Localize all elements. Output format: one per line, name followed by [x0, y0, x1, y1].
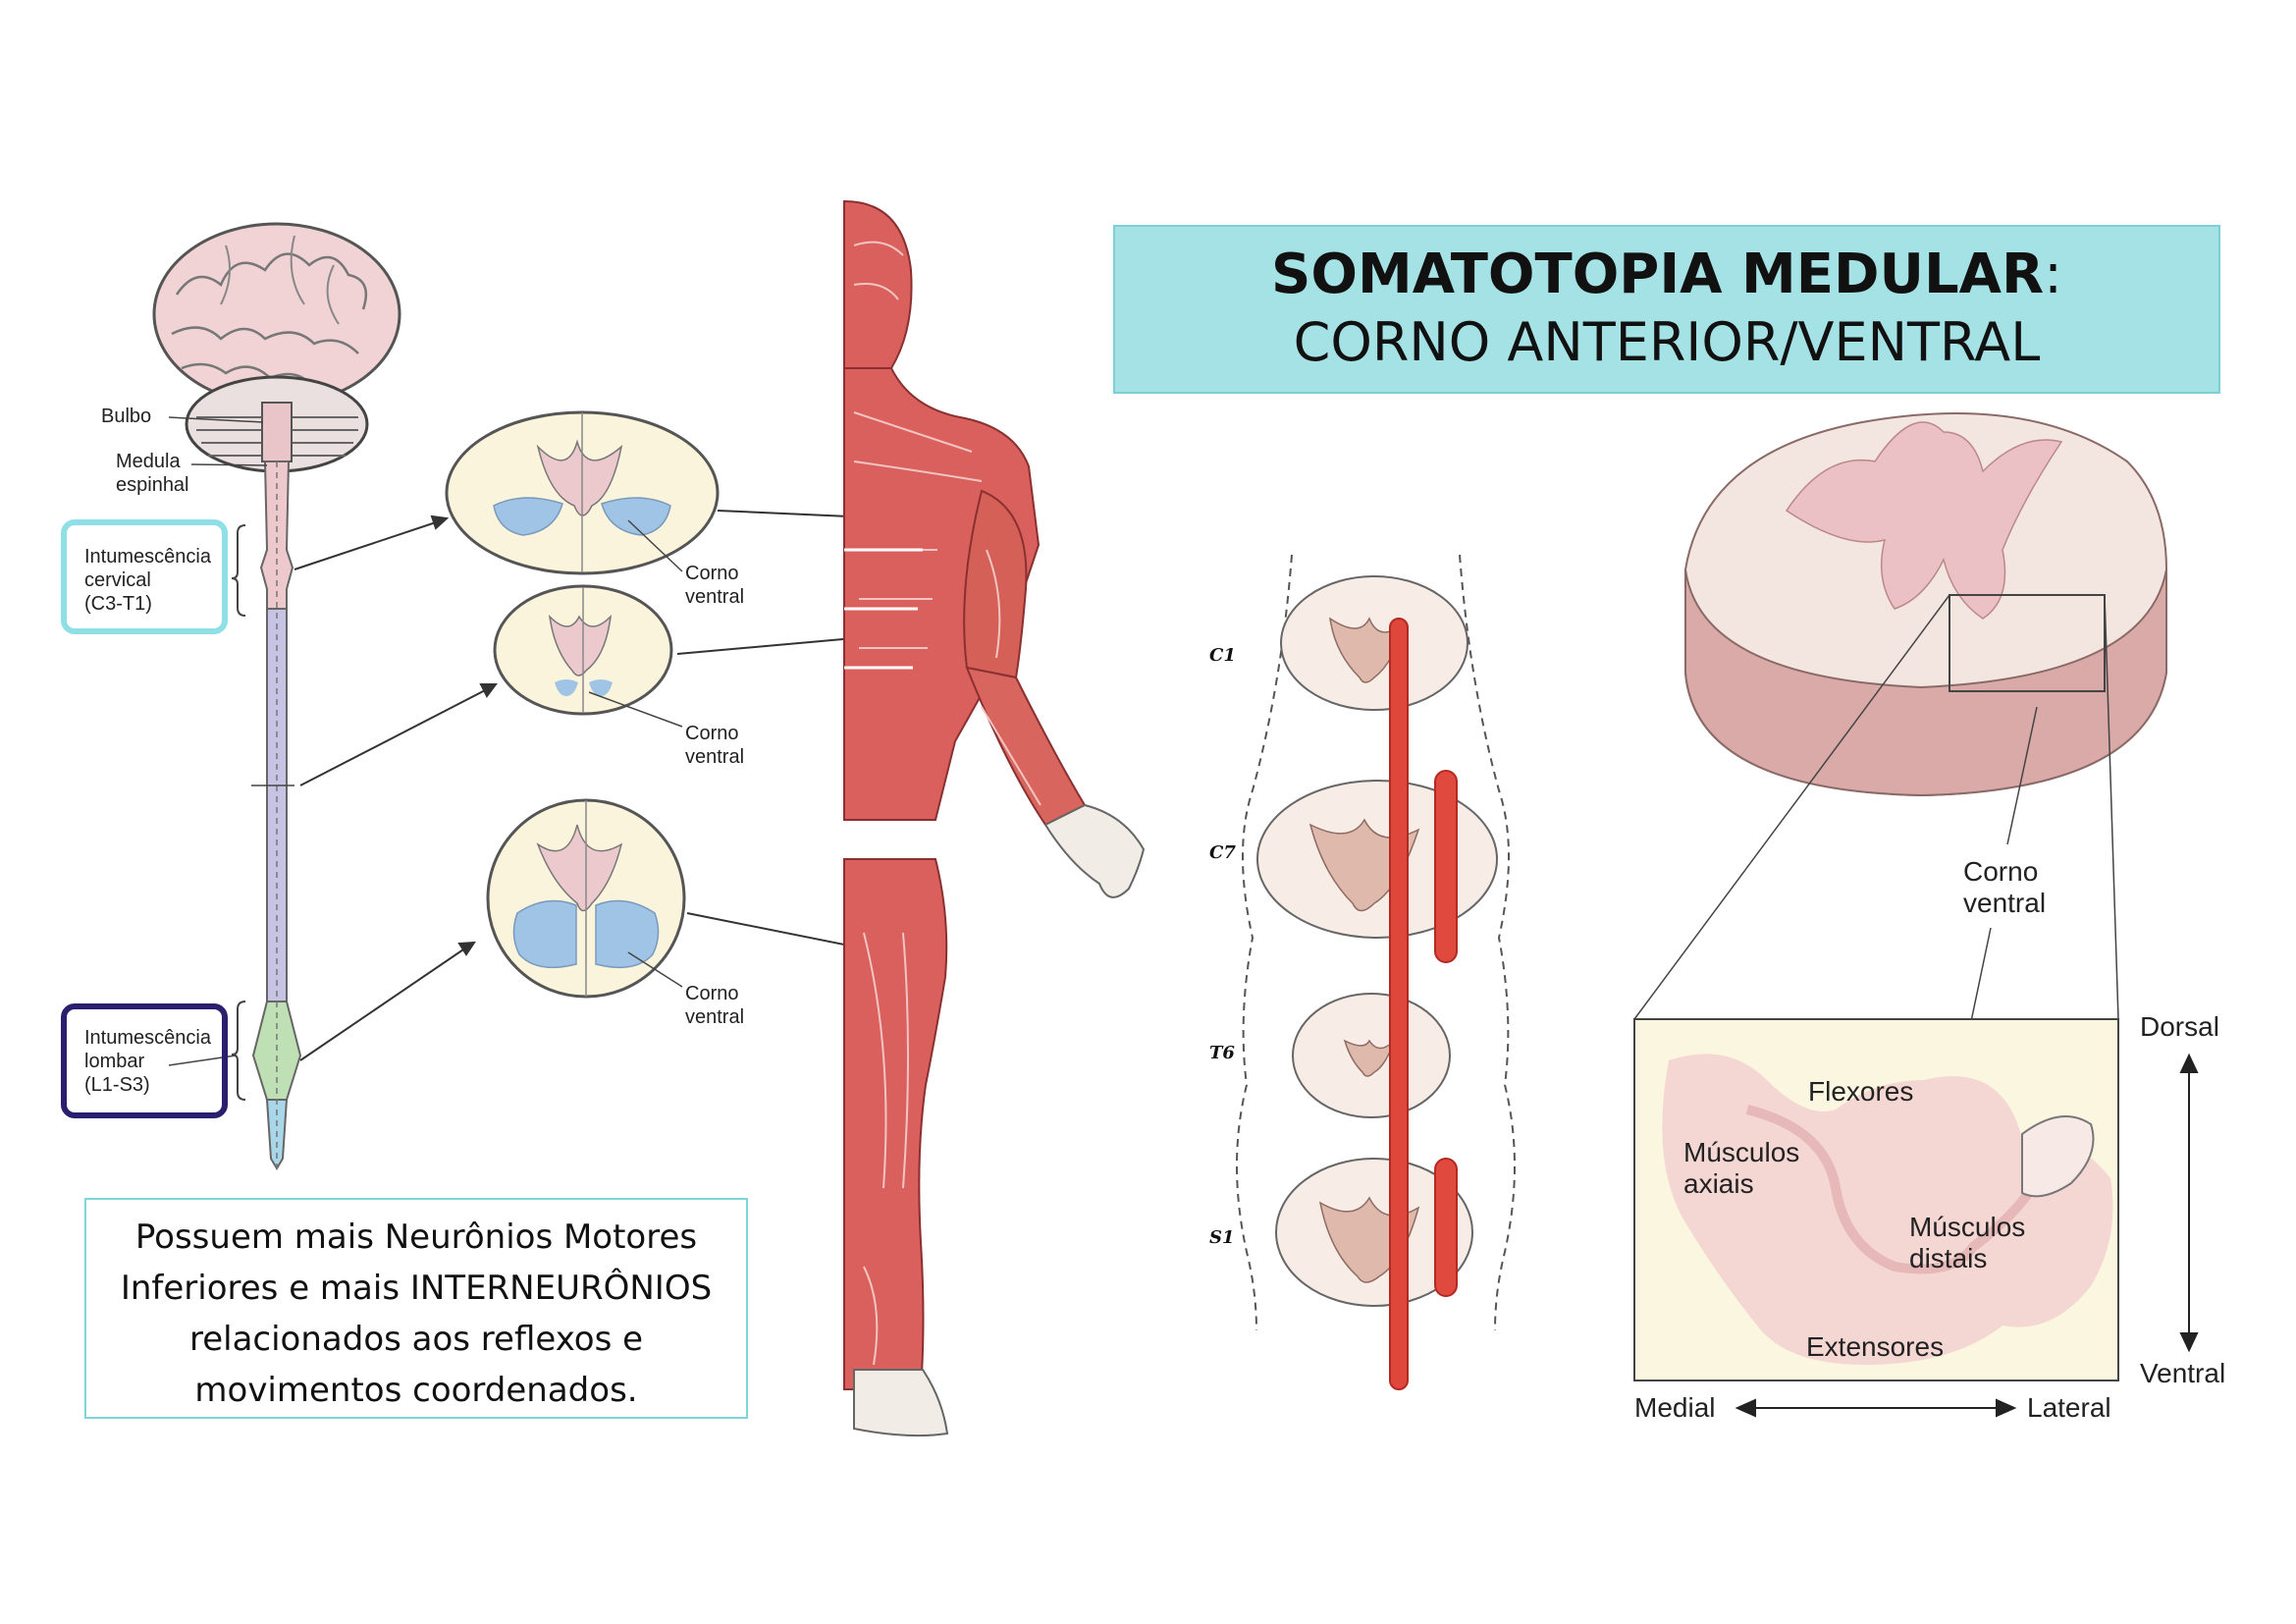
label-lombar-3: (L1-S3) [84, 1074, 150, 1096]
label-corno-thoracic: Corno [685, 723, 739, 744]
muscular-body-illustration [843, 199, 1146, 1437]
page-subtitle: CORNO ANTERIOR/VENTRAL [1293, 311, 2041, 373]
lombar-highlight-box [61, 1003, 228, 1118]
label-espinhal: espinhal [116, 474, 189, 496]
label-cervical-3: (C3-T1) [84, 593, 152, 615]
note-line: Possuem mais Neurônios Motores [134, 1218, 698, 1257]
label-ventral-lumbar: ventral [685, 1006, 745, 1028]
page-title: SOMATOTOPIA MEDULAR: [1271, 243, 2062, 306]
label-lateral: Lateral [2027, 1392, 2111, 1423]
cervical-section [445, 410, 720, 575]
ventral-horn-inset [1633, 1018, 2119, 1381]
label-corno-cervical: Corno [685, 563, 739, 584]
segment-label-c7: C7 [1209, 842, 1236, 863]
label-musculos-distais-2: distais [1909, 1243, 1988, 1273]
lumbar-section [486, 798, 686, 999]
label-lombar-2: lombar [84, 1051, 145, 1072]
label-medula: Medula [116, 451, 181, 472]
label-cervical-1: Intumescência [84, 546, 211, 568]
longitudinal-cord-illustration [1236, 554, 1516, 1390]
section-label-leaders [588, 519, 683, 988]
cord-to-section-arrows [294, 514, 498, 1061]
label-lombar-1: Intumescência [84, 1027, 211, 1049]
label-extensores: Extensores [1806, 1331, 1945, 1362]
segment-label-t6: T6 [1209, 1043, 1235, 1063]
label-ventral-axis: Ventral [2140, 1358, 2226, 1388]
note-line: relacionados aos reflexos e [188, 1320, 644, 1359]
label-musculos-axiais-1: Músculos [1683, 1137, 1800, 1167]
brain-illustration [152, 222, 401, 473]
label-corno-lumbar: Corno [685, 983, 739, 1004]
note-line: Inferiores e mais INTERNEURÔNIOS [120, 1269, 713, 1308]
label-musculos-axiais-2: axiais [1683, 1168, 1754, 1199]
label-flexores: Flexores [1808, 1076, 1914, 1107]
cord-3d-illustration [1633, 412, 2167, 1130]
note-line: movimentos coordenados. [194, 1371, 638, 1410]
thoracic-section [493, 584, 673, 716]
label-cervical-2: cervical [84, 569, 151, 591]
spinal-cord-illustration [168, 416, 302, 1170]
label-ventral-3d: ventral [1963, 888, 2047, 918]
segment-label-c1: C1 [1209, 645, 1236, 666]
label-medial: Medial [1634, 1392, 1716, 1423]
label-ventral-cervical: ventral [685, 586, 745, 608]
label-corno-3d: Corno [1963, 856, 2039, 887]
segment-label-s1: S1 [1209, 1227, 1235, 1248]
label-musculos-distais-1: Músculos [1909, 1212, 2026, 1242]
axis-arrows [1735, 1053, 2199, 1418]
cervical-highlight-box [61, 519, 228, 634]
label-ventral-thoracic: ventral [685, 746, 745, 768]
note-box: Possuem mais Neurônios Motores Inferiore… [84, 1198, 748, 1419]
label-bulbo: Bulbo [101, 406, 152, 427]
title-box: SOMATOTOPIA MEDULAR: CORNO ANTERIOR/VENT… [1113, 225, 2220, 394]
label-dorsal: Dorsal [2140, 1011, 2219, 1042]
